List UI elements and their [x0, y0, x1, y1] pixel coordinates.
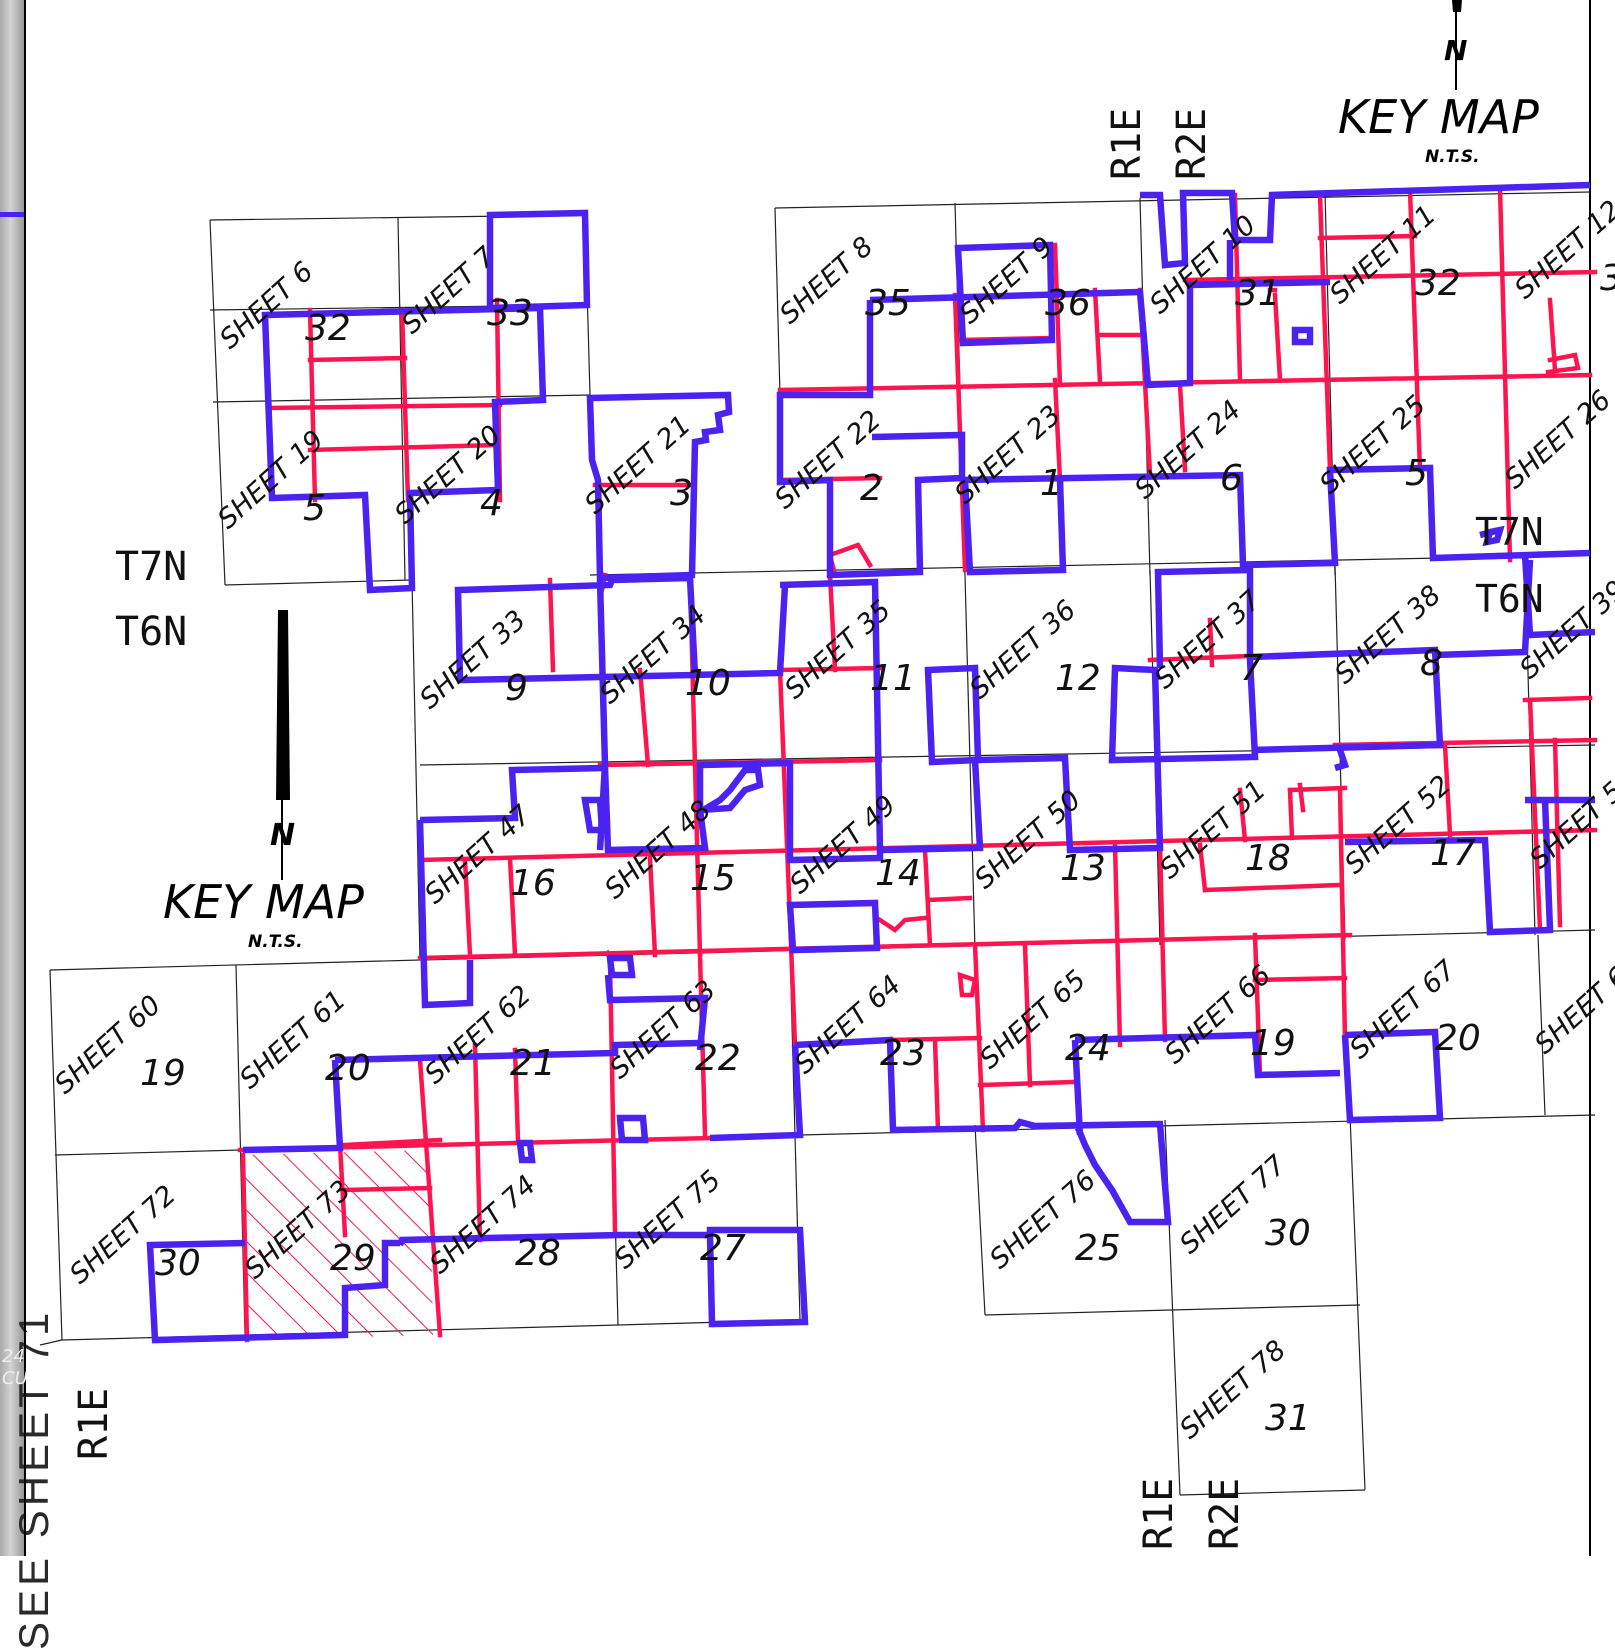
adjacent-sheet-edge-strip: SEE SHEET 71	[0, 0, 57, 1650]
red-route-network	[237, 185, 1598, 1343]
key-map-scale: N.T.S.	[248, 932, 303, 952]
sheet-label: SHEET 53	[1524, 765, 1615, 876]
section-number: 17	[1430, 833, 1476, 874]
edge-fragment: CU	[2, 1368, 28, 1389]
township-label-north: T7N	[1475, 510, 1544, 554]
section-number: 20	[325, 1048, 371, 1089]
north-arrow-icon: N	[1444, 0, 1467, 90]
section-number: 5	[1405, 453, 1428, 494]
north-arrow-label: N	[270, 818, 295, 853]
section-number: 12	[1055, 658, 1101, 699]
section-number: 19	[1250, 1023, 1296, 1064]
section-number: 16	[510, 863, 556, 904]
section-number: 18	[1245, 838, 1291, 879]
section-number: 2	[860, 468, 883, 509]
edge-fragment: 24	[2, 1346, 25, 1367]
north-arrow-icon: N	[270, 610, 295, 880]
section-number: 22	[695, 1038, 741, 1079]
section-number: 32	[305, 308, 351, 349]
section-number: 28	[515, 1233, 561, 1274]
section-number: 15	[690, 858, 736, 899]
section-number: 19	[140, 1053, 186, 1094]
section-number: 5	[303, 488, 326, 529]
section-number: 33	[487, 293, 533, 334]
section-number: 32	[1415, 263, 1461, 304]
sheet-border	[24, 0, 1591, 1556]
section-number: 6	[1220, 458, 1243, 499]
section-number: 24	[1065, 1028, 1111, 1069]
section-number: 13	[1060, 848, 1106, 889]
section-number: 27	[700, 1228, 746, 1269]
key-map-drawing: N N KEY MAP N.T.S. KEY MAP N.T.S. T7N T6…	[2, 0, 1615, 1550]
section-number: 9	[505, 668, 528, 709]
sheet-label: SHEET 7	[396, 241, 501, 340]
section-number: 14	[875, 853, 921, 894]
section-number: 35	[865, 283, 911, 324]
township-label-south: T6N	[1475, 577, 1544, 621]
sheet-label: SHEET 26	[1499, 385, 1615, 496]
section-number: 31	[1265, 1398, 1311, 1439]
section-number: 29	[330, 1238, 376, 1279]
section-number: 21	[510, 1043, 556, 1084]
section-number: 20	[1435, 1018, 1481, 1059]
section-number: 30	[155, 1243, 201, 1284]
blue-route-network	[146, 181, 1596, 1344]
section-number: 30	[1265, 1213, 1311, 1254]
section-number: 4	[480, 483, 503, 524]
key-map-scale: N.T.S.	[1425, 147, 1480, 167]
section-number: 7	[1240, 648, 1263, 689]
range-label: R2E	[1169, 108, 1215, 180]
key-map-title: KEY MAP	[1338, 90, 1539, 144]
section-number: 8	[1420, 643, 1443, 684]
section-number: 31	[1235, 273, 1281, 314]
section-number: 1	[1040, 463, 1063, 504]
section-number: 3	[670, 473, 693, 514]
range-label: R1E	[1104, 108, 1150, 180]
section-number: 10	[685, 663, 731, 704]
section-number: 11	[870, 658, 916, 699]
section-number: 23	[880, 1033, 926, 1074]
north-arrow-label: N	[1444, 34, 1467, 67]
range-label: R2E	[1202, 1478, 1248, 1550]
range-label: R1E	[1136, 1478, 1182, 1550]
section-number: 25	[1075, 1228, 1121, 1269]
strip-route-marker	[0, 212, 24, 217]
township-label-north: T7N	[115, 544, 187, 590]
sheet-label: SHEET 68	[1529, 950, 1615, 1061]
section-number: 3	[1600, 258, 1615, 299]
hatched-area	[243, 1150, 433, 1340]
section-number: 36	[1045, 283, 1091, 324]
township-label-south: T6N	[115, 609, 187, 655]
key-map-title: KEY MAP	[163, 875, 364, 929]
sheet-label: SHEET 8	[774, 231, 879, 330]
range-label: R1E	[71, 1388, 117, 1460]
